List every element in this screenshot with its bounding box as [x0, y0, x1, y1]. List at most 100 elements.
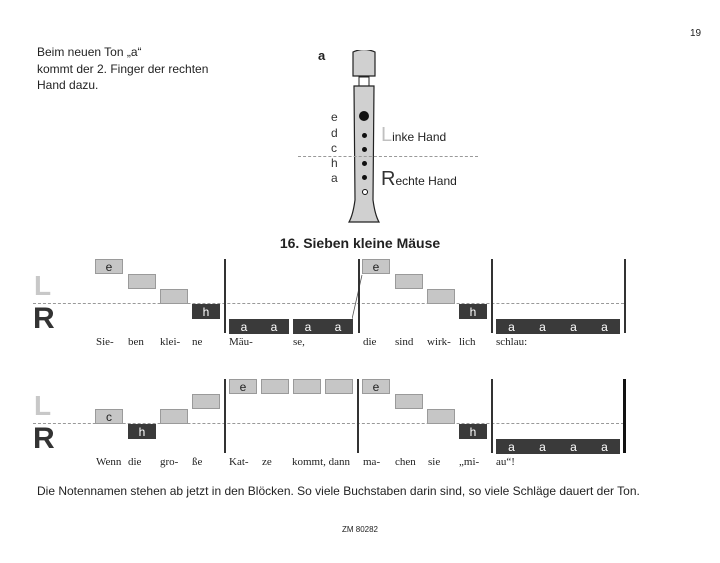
explanation-text: Die Notennamen stehen ab jetzt in den Bl…	[37, 484, 640, 498]
left-hand-initial: L	[381, 124, 393, 146]
right-hand-text: echte Hand	[395, 174, 457, 188]
note-block: e	[362, 259, 390, 274]
lyric: Kat-	[229, 456, 249, 468]
lyric: sie	[428, 456, 441, 468]
note: a	[508, 439, 515, 454]
note-block: h	[459, 304, 487, 319]
lyric: ma-	[363, 456, 381, 468]
hole-label: h	[331, 156, 338, 170]
note: a	[539, 439, 546, 454]
barline	[224, 259, 226, 333]
lyric: die	[128, 456, 142, 468]
lyric: wirk-	[427, 336, 451, 348]
hole-label: d	[331, 126, 338, 140]
note: a	[304, 319, 312, 334]
barline	[357, 379, 359, 453]
lyric: ben	[128, 336, 144, 348]
left-hand-row-label: L	[34, 270, 52, 301]
right-hand-row-label: R	[33, 302, 55, 335]
note-block: h	[192, 304, 220, 319]
right-hand-row-label: R	[33, 422, 55, 455]
left-hand-row-label: L	[34, 390, 52, 421]
lyric: „mi-	[459, 456, 480, 468]
note: a	[334, 319, 342, 334]
lyric: Mäu-	[229, 336, 253, 348]
note-block	[427, 409, 455, 424]
note: a	[570, 319, 577, 334]
hole-icon	[362, 175, 367, 180]
song-title: 16. Sieben kleine Mäuse	[279, 235, 441, 251]
note: a	[601, 319, 608, 334]
footer-code: ZM 80282	[341, 525, 379, 534]
left-hand-label: Linke Hand	[381, 124, 446, 147]
note-block	[128, 274, 156, 289]
lyric: klei-	[160, 336, 181, 348]
note: a	[270, 319, 278, 334]
intro-line: Hand dazu.	[37, 78, 99, 92]
intro-line: Beim neuen Ton „a“	[37, 45, 142, 59]
note-block: h	[128, 424, 156, 439]
barline	[624, 259, 626, 333]
lyric: chen	[395, 456, 416, 468]
lyric: ne	[192, 336, 203, 348]
hole-icon	[362, 133, 367, 138]
lyric: sind	[395, 336, 414, 348]
intro-line: kommt der 2. Finger der rechten	[37, 61, 209, 76]
note-block	[325, 379, 353, 394]
lyric: Sie-	[96, 336, 114, 348]
barline	[491, 379, 493, 453]
hole-label: c	[331, 141, 337, 155]
note-block: e	[362, 379, 390, 394]
connector-line	[352, 274, 363, 320]
hole-label: a	[331, 171, 338, 185]
lyric: schlau:	[496, 336, 528, 348]
lyric: gro-	[160, 456, 179, 468]
note-block: e	[95, 259, 123, 274]
right-hand-initial: R	[381, 168, 396, 190]
recorder-note: a	[318, 48, 326, 63]
note-block	[192, 394, 220, 409]
lyric: ze	[262, 456, 272, 468]
left-hand-text: inke Hand	[392, 130, 447, 144]
open-hole-icon	[362, 189, 368, 195]
page-number: 19	[690, 28, 702, 39]
note: a	[508, 319, 515, 334]
recorder-icon	[347, 50, 381, 223]
note-block	[395, 394, 423, 409]
note-block	[395, 274, 423, 289]
lyric: die	[363, 336, 377, 348]
note-block	[261, 379, 289, 394]
note: a	[240, 319, 248, 334]
note: a	[601, 439, 608, 454]
hole-icon	[362, 161, 367, 166]
note: a	[570, 439, 577, 454]
thumb-hole-icon	[359, 111, 369, 121]
note-block: c	[95, 409, 123, 424]
barline	[358, 259, 360, 333]
lyric: kommt, dann	[292, 456, 351, 468]
lyric: Wenn	[96, 456, 122, 468]
note-block: h	[459, 424, 487, 439]
note-block: e	[229, 379, 257, 394]
hole-icon	[362, 147, 367, 152]
hand-divider	[298, 156, 478, 157]
lyric: ße	[192, 456, 203, 468]
hand-divider	[33, 303, 624, 304]
hand-divider	[33, 423, 624, 424]
barline	[491, 259, 493, 333]
final-barline	[623, 379, 626, 453]
barline	[224, 379, 226, 453]
note-block	[160, 289, 188, 304]
lyric: lich	[459, 336, 476, 348]
lyric: se,	[293, 336, 305, 348]
note: a	[539, 319, 546, 334]
intro-text: Beim neuen Ton „a“ kommt der 2. Finger d…	[37, 44, 237, 94]
note-block	[160, 409, 188, 424]
note-block	[427, 289, 455, 304]
note-block	[293, 379, 321, 394]
